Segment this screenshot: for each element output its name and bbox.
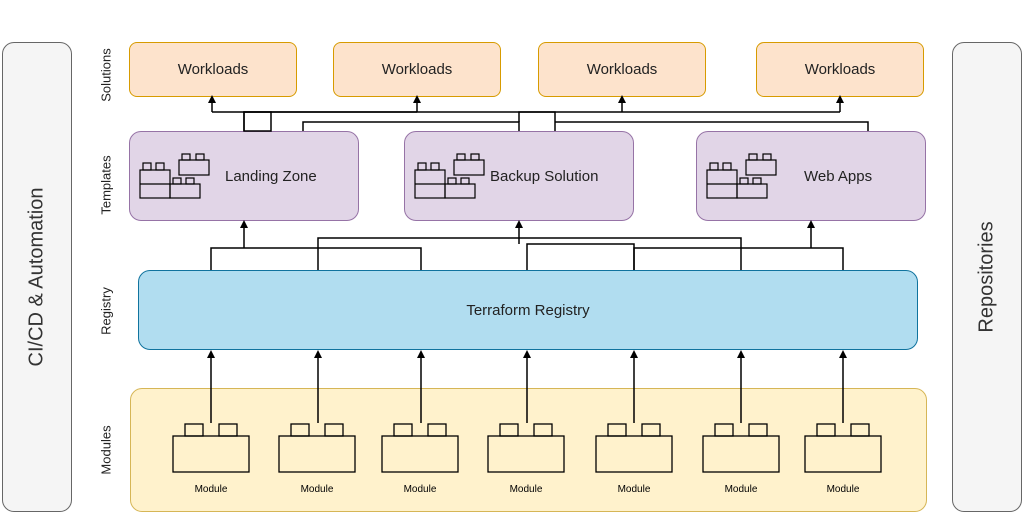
template-label-backup-solution: Backup Solution: [490, 168, 599, 185]
module-block-icons: [172, 423, 882, 473]
module-icon-6: [702, 423, 780, 473]
module-icon-7: [804, 423, 882, 473]
module-icon-4: [487, 423, 565, 473]
module-label-1: Module: [194, 484, 228, 495]
module-label-3: Module: [403, 484, 437, 495]
web-apps-blocks-icon: [706, 153, 777, 199]
template-label-landing-zone: Landing Zone: [225, 168, 317, 185]
landing-zone-blocks-icon: [139, 153, 210, 199]
backup-blocks-icon: [414, 153, 485, 199]
webapps-to-workloads: [555, 121, 869, 131]
module-icon-3: [381, 423, 459, 473]
module-label-7: Module: [826, 484, 860, 495]
backup-to-workloads: [302, 121, 520, 131]
registry-to-landing-zone: [210, 247, 422, 270]
module-label-6: Module: [724, 484, 758, 495]
registry-to-backup: [317, 237, 742, 270]
module-label-2: Module: [300, 484, 334, 495]
module-icon-2: [278, 423, 356, 473]
modules-area: [130, 388, 927, 512]
template-label-web-apps: Web Apps: [804, 168, 873, 185]
repositories-panel: Repositories: [952, 42, 1022, 512]
module-label-4: Module: [509, 484, 543, 495]
registry-to-web-apps: [633, 247, 844, 270]
module-icon-1: [172, 423, 250, 473]
terraform-registry-box: Terraform Registry: [138, 270, 918, 350]
cicd-automation-panel: CI/CD & Automation: [2, 42, 72, 512]
module-label-5: Module: [617, 484, 651, 495]
module-icon-5: [595, 423, 673, 473]
workload-box-2: Workloads: [333, 42, 501, 97]
